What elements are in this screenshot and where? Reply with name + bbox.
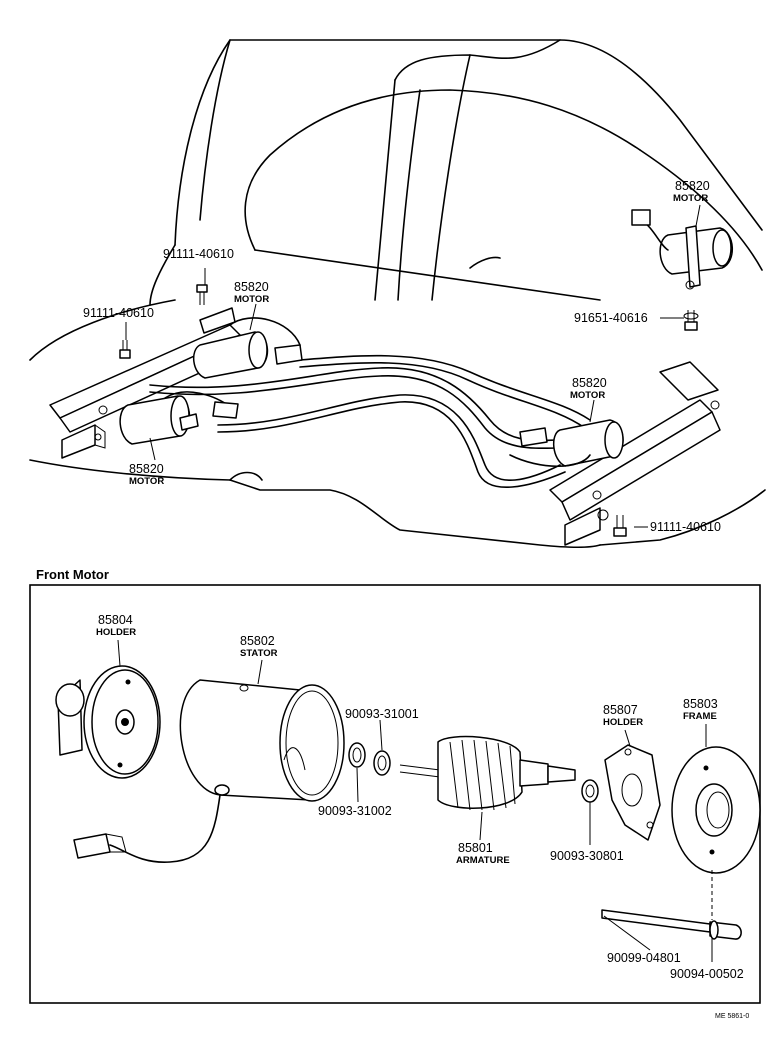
motor-center-left-name: MOTOR bbox=[234, 294, 269, 305]
washer-c-part-no: 90093-30801 bbox=[550, 849, 624, 863]
bolt-washer-part-no: 90094-00502 bbox=[670, 967, 744, 981]
bolt-left-part-no: 91111-40610 bbox=[83, 306, 154, 320]
bolt-with-washer-icon bbox=[683, 310, 699, 331]
washer-b-part-no: 90093-31002 bbox=[318, 804, 392, 818]
bolt-upper-part-no: 91111-40610 bbox=[163, 247, 234, 261]
motor-right-upper-part-no: 85820 bbox=[675, 179, 710, 193]
top-leader-lines bbox=[125, 204, 701, 528]
motor-front-left-illustration bbox=[119, 391, 239, 445]
bolt-upper-icon bbox=[196, 284, 208, 305]
front-motor-frame-box bbox=[29, 584, 761, 1004]
armature-name: ARMATURE bbox=[456, 855, 510, 866]
motor-right-upper-illustration bbox=[631, 209, 733, 290]
motor-center-left-illustration bbox=[193, 317, 303, 379]
motor-right-upper-name: MOTOR bbox=[673, 193, 708, 204]
motor-front-left-part-no: 85820 bbox=[129, 462, 164, 476]
frame-85803-illustration bbox=[671, 746, 761, 874]
brush-holder-85807-illustration bbox=[604, 744, 661, 841]
washer-a-part-no: 90093-31001 bbox=[345, 707, 419, 721]
figure-code: ME 5861-0 bbox=[715, 1013, 749, 1020]
motor-center-right-part-no: 85820 bbox=[572, 376, 607, 390]
bottom-leader-lines bbox=[117, 639, 713, 962]
brush-holder-name: HOLDER bbox=[603, 717, 643, 728]
motor-center-left-part-no: 85820 bbox=[234, 280, 269, 294]
armature-part-no: 85801 bbox=[458, 841, 493, 855]
stator-name: STATOR bbox=[240, 648, 278, 659]
bolt-right-part-no: 91111-40610 bbox=[650, 520, 721, 534]
washer-a-icon bbox=[373, 750, 391, 776]
holder-85804-name: HOLDER bbox=[96, 627, 136, 638]
bolt-with-washer-part-no: 91651-40616 bbox=[574, 311, 648, 325]
holder-85804-part-no: 85804 bbox=[98, 613, 133, 627]
motor-front-left-name: MOTOR bbox=[129, 476, 164, 487]
brush-holder-part-no: 85807 bbox=[603, 703, 638, 717]
through-bolt-icon bbox=[601, 870, 742, 940]
motor-center-right-illustration bbox=[509, 419, 624, 468]
through-bolt-part-no: 90099-04801 bbox=[607, 951, 681, 965]
front-motor-section-title: Front Motor bbox=[36, 567, 109, 582]
stator-85802-illustration bbox=[73, 679, 345, 863]
seat-assembly-illustration bbox=[29, 39, 766, 549]
washer-c-icon bbox=[581, 779, 599, 803]
stator-part-no: 85802 bbox=[240, 634, 275, 648]
motor-center-right-name: MOTOR bbox=[570, 390, 605, 401]
washer-b-icon bbox=[348, 742, 366, 768]
holder-85804-illustration bbox=[55, 665, 161, 779]
armature-85801-illustration bbox=[399, 735, 576, 811]
bolt-left-icon bbox=[119, 340, 131, 359]
bolt-right-icon bbox=[613, 515, 627, 537]
frame-name: FRAME bbox=[683, 711, 717, 722]
frame-part-no: 85803 bbox=[683, 697, 718, 711]
